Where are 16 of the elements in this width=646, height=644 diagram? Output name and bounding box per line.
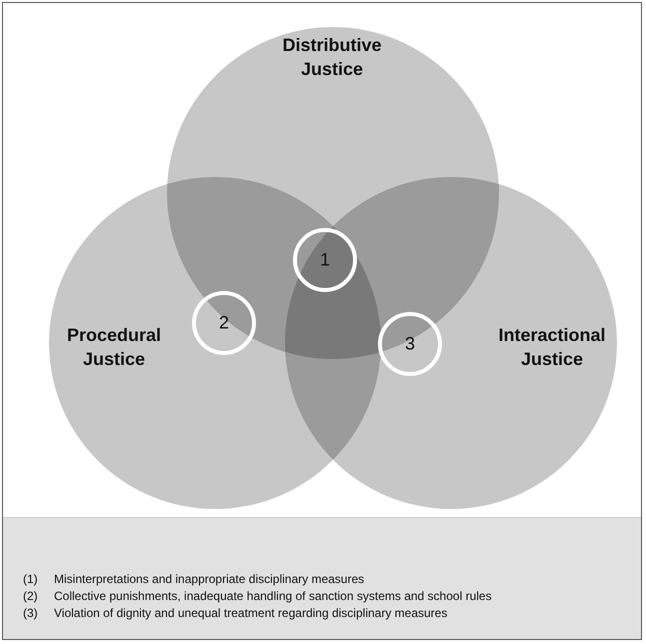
footnote-text: Violation of dignity and unequal treatment regarding disciplinary measures <box>54 606 448 621</box>
footnote-number: (1) <box>23 572 38 587</box>
footnote-number: (2) <box>23 589 38 604</box>
venn-circle <box>285 177 617 509</box>
footnote-number: (3) <box>23 606 38 621</box>
circle-label: Distributive Justice <box>281 34 383 81</box>
numbered-ring <box>378 312 442 376</box>
ring-number: 2 <box>218 312 230 334</box>
ring-number: 1 <box>318 250 331 270</box>
circle-label: Interactional Justice <box>497 324 607 371</box>
footnote-text: Misinterpretations and inappropriate disciplinary measures <box>54 572 364 587</box>
numbered-ring <box>192 291 256 355</box>
circle-label: Procedural Justice <box>66 324 162 371</box>
numbered-ring <box>293 228 357 292</box>
footnote-text: Collective punishments, inadequate handling of sanction systems and school rules <box>54 589 492 604</box>
ring-number: 3 <box>404 334 416 354</box>
